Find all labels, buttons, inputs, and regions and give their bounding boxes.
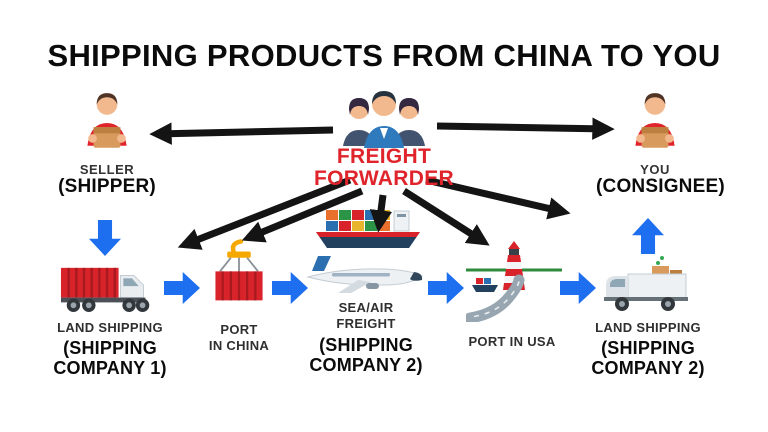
seller-name-label: (SHIPPER) bbox=[58, 176, 156, 197]
consignee-role-label: YOU bbox=[640, 162, 670, 177]
seller-person-icon bbox=[87, 93, 127, 148]
label-line: SEA/AIR bbox=[338, 300, 394, 315]
airplane-icon bbox=[306, 256, 423, 293]
freight-forwarder-label-line2: FORWARDER bbox=[314, 167, 454, 191]
port-in-china-node bbox=[210, 238, 268, 312]
land-shipping-1-label: LAND SHIPPING (SHIPPING COMPANY 1) bbox=[30, 320, 190, 379]
freight-forwarder-label: FREIGHT FORWARDER bbox=[294, 145, 474, 191]
consignee-person-icon bbox=[635, 93, 675, 148]
label-line: FREIGHT bbox=[336, 316, 396, 332]
container-crane-icon bbox=[215, 239, 263, 301]
sea-freight-node bbox=[312, 206, 424, 254]
seller-role-label: SELLER bbox=[79, 162, 135, 177]
port-in-usa-label: PORT IN USA bbox=[452, 334, 572, 350]
delivery-van-icon bbox=[604, 256, 688, 311]
flow-arrow-4-icon bbox=[560, 272, 596, 304]
freight-forwarder-node: FREIGHT FORWARDER bbox=[294, 88, 474, 190]
seller-to-truck-arrow-icon bbox=[89, 220, 121, 256]
freight-forwarder-label-line1: FREIGHT bbox=[336, 145, 432, 168]
company-line: (SHIPPING COMPANY 1) bbox=[53, 338, 167, 379]
company-line: (SHIPPING COMPANY 2) bbox=[591, 338, 705, 379]
sea-air-freight-label: SEA/AIR FREIGHT (SHIPPING COMPANY 2) bbox=[290, 300, 442, 375]
label-line: LAND SHIPPING bbox=[595, 320, 701, 335]
van-to-consignee-arrow-icon bbox=[632, 218, 664, 254]
land-shipping-2-node bbox=[598, 254, 694, 318]
container-ship-icon bbox=[316, 210, 420, 248]
label-line: LAND SHIPPING bbox=[57, 320, 163, 335]
freight-forwarder-team-icon bbox=[343, 91, 425, 148]
truck-icon bbox=[60, 267, 150, 312]
label-line: IN CHINA bbox=[208, 338, 270, 354]
land-shipping-1-node bbox=[60, 260, 156, 316]
seller-node: SELLER (SHIPPER) bbox=[48, 90, 166, 198]
port-lighthouse-icon bbox=[466, 241, 562, 322]
port-in-usa-node bbox=[466, 240, 562, 322]
flow-arrow-1-icon bbox=[164, 272, 200, 304]
company-line: (SHIPPING COMPANY 2) bbox=[309, 334, 423, 375]
consignee-node: YOU (CONSIGNEE) bbox=[596, 90, 725, 198]
land-shipping-2-label: LAND SHIPPING (SHIPPING COMPANY 2) bbox=[572, 320, 724, 379]
label-line: PORT bbox=[220, 322, 258, 337]
label-line: PORT IN USA bbox=[468, 334, 556, 349]
page-title: SHIPPING PRODUCTS FROM CHINA TO YOU bbox=[47, 38, 721, 73]
port-in-china-label: PORT IN CHINA bbox=[202, 322, 276, 355]
consignee-name-label: (CONSIGNEE) bbox=[596, 176, 725, 197]
air-freight-node bbox=[306, 252, 426, 298]
